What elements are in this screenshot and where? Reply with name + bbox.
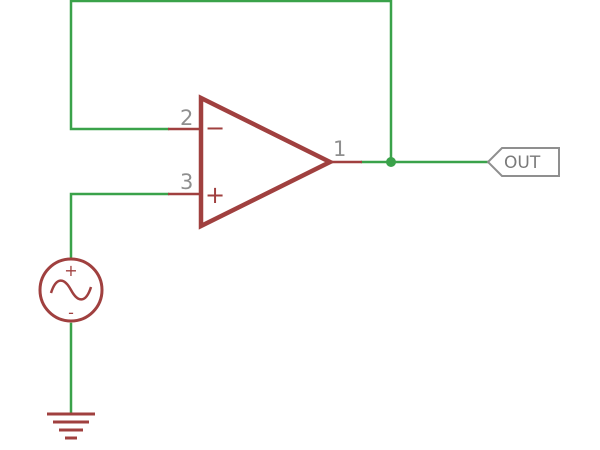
source-minus-sign: - — [68, 303, 74, 322]
net-label-text: OUT — [504, 153, 541, 173]
opamp-pin-3-number: 3 — [180, 170, 193, 194]
junction-dot-icon — [386, 157, 396, 167]
opamp-noninverting-sign: + — [205, 181, 225, 209]
net-label-flag-icon — [486, 147, 560, 177]
opamp-symbol[interactable]: − + — [168, 94, 362, 230]
feedback-wire[interactable] — [69, 0, 393, 164]
source-plus-sign: + — [64, 261, 77, 280]
opamp-pin-2-number: 2 — [180, 106, 193, 130]
opamp-pin-1-number: 1 — [333, 137, 346, 161]
ac-voltage-source-icon[interactable]: + - — [38, 257, 104, 323]
source-body — [38, 257, 104, 323]
sine-wave-icon — [49, 279, 93, 301]
op-amp-triangle-icon — [198, 94, 336, 230]
net-label-out[interactable]: OUT — [486, 147, 560, 177]
net-wires — [69, 0, 490, 414]
ground-icon[interactable] — [47, 412, 95, 440]
opamp-inverting-sign: − — [205, 114, 225, 142]
noninverting-input-wire[interactable] — [69, 192, 170, 259]
